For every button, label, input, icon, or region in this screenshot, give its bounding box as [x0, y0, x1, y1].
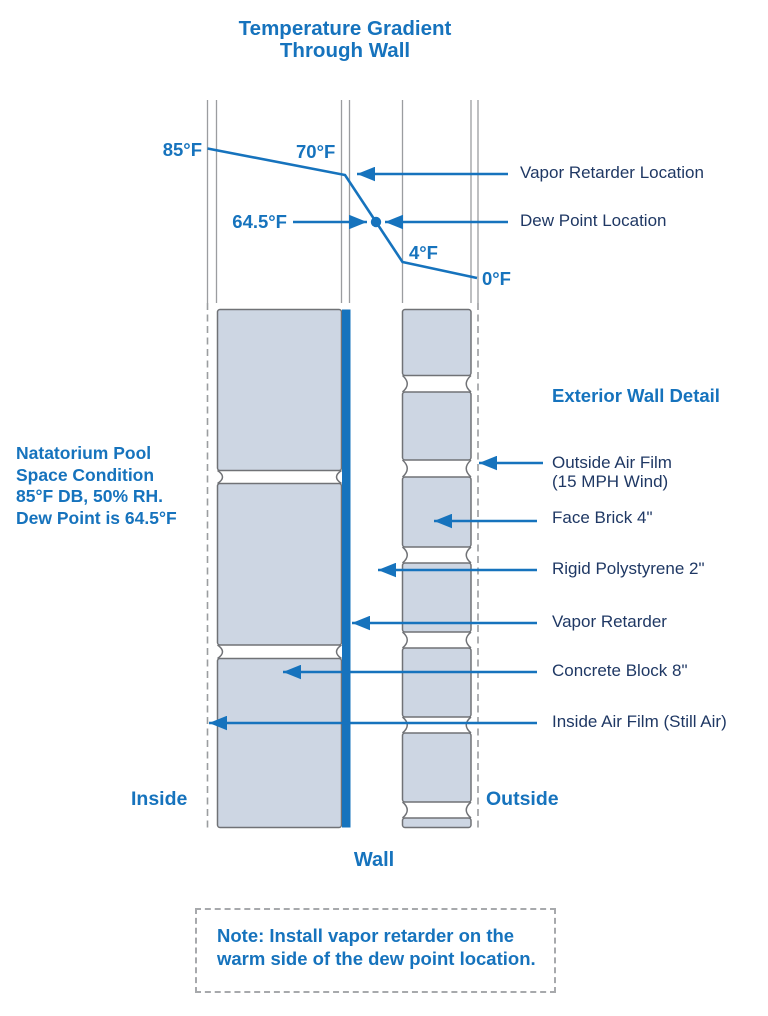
- outside-air-film-label: Outside Air Film (15 MPH Wind): [552, 453, 672, 491]
- inside-air-film-label: Inside Air Film (Still Air): [552, 712, 727, 731]
- outside-air-film-line-1: Outside Air Film: [552, 453, 672, 472]
- face-brick-column: [401, 308, 472, 829]
- note-text: Note: Install vapor retarder on the warm…: [217, 924, 536, 970]
- temp-64-5: 64.5°F: [232, 211, 287, 232]
- temp-0: 0°F: [482, 268, 511, 289]
- outside-label: Outside: [486, 788, 559, 810]
- air-film-dashed-lines: [206, 303, 479, 830]
- note-line-2: warm side of the dew point location.: [217, 948, 536, 969]
- rigid-polystyrene-label: Rigid Polystyrene 2": [552, 559, 705, 578]
- vapor-retarder-strip: [342, 309, 351, 828]
- vapor-retarder-location-label: Vapor Retarder Location: [520, 163, 704, 182]
- outside-air-film-line-2: (15 MPH Wind): [552, 471, 669, 491]
- title-line-1: Temperature Gradient: [238, 17, 452, 40]
- condition-line-2: Space Condition: [16, 464, 155, 485]
- exterior-wall-detail-heading: Exterior Wall Detail: [552, 385, 720, 406]
- wall-label: Wall: [353, 849, 395, 871]
- title-line-2: Through Wall: [279, 39, 411, 62]
- concrete-block-label: Concrete Block 8": [552, 661, 688, 680]
- inside-label: Inside: [131, 788, 188, 810]
- page-title: Temperature Gradient Through Wall: [145, 18, 545, 62]
- face-brick-label: Face Brick 4": [552, 508, 653, 527]
- condition-line-4: Dew Point is 64.5°F: [16, 507, 177, 528]
- pool-condition-text: Natatorium Pool Space Condition 85°F DB,…: [16, 443, 177, 529]
- dew-point-location-label: Dew Point Location: [520, 211, 667, 230]
- vapor-retarder-label: Vapor Retarder: [552, 612, 667, 631]
- note-box: Note: Install vapor retarder on the warm…: [195, 908, 556, 993]
- temp-85: 85°F: [162, 139, 202, 160]
- callout-arrows: [208, 166, 543, 731]
- gradient-guide-lines: [206, 100, 479, 303]
- temp-4: 4°F: [409, 242, 438, 263]
- condition-line-3: 85°F DB, 50% RH.: [16, 486, 164, 506]
- temp-70: 70°F: [296, 141, 336, 162]
- condition-line-1: Natatorium Pool: [16, 443, 152, 463]
- dew-point-dot: [370, 216, 382, 228]
- note-line-1: Note: Install vapor retarder on the: [217, 925, 515, 946]
- concrete-block-column: [216, 308, 343, 829]
